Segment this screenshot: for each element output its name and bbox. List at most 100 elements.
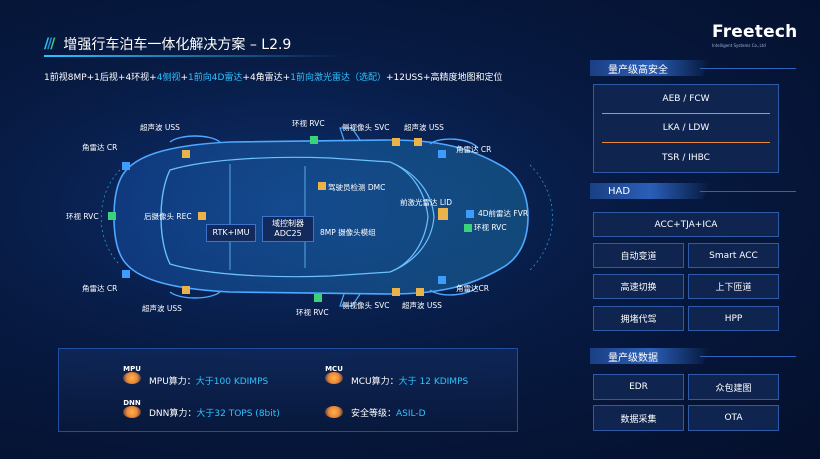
safety-value: ASIL-D: [396, 409, 426, 419]
title-underline: [44, 55, 344, 57]
mpu-chip-label: MPU: [123, 365, 141, 373]
had-item-hpp: HPP: [688, 306, 779, 331]
specs-part-4: +12USS+高精度地图和定位: [385, 73, 503, 83]
safety-spec: 安全等级：ASIL-D: [351, 406, 426, 419]
car-diagram: 超声波 USS 环视 RVC 侧视像头 SVC 超声波 USS 角雷达 CR 角…: [60, 110, 590, 325]
data-item-edr: EDR: [593, 374, 684, 400]
had-header: HAD: [590, 183, 710, 199]
specs-highlight-1: 4侧视: [156, 73, 181, 83]
data-item-crowd-map: 众包建图: [688, 374, 779, 400]
page-title: 增强行车泊车一体化解决方案 – L2.9: [63, 37, 292, 53]
rtk-imu-box: RTK+IMU: [206, 224, 256, 242]
data-item-collection: 数据采集: [593, 405, 684, 431]
label-cr-top-right: 角雷达 CR: [456, 145, 492, 154]
logo-name: Freetech: [712, 22, 798, 42]
svc-camera-icon: [392, 138, 400, 146]
had-main-label: ACC+TJA+ICA: [654, 219, 718, 230]
data-header: 量产级数据: [590, 348, 710, 364]
label-svc-top: 侧视像头 SVC: [342, 123, 390, 132]
label-cr-bottom-left: 角雷达 CR: [82, 284, 118, 293]
data-header-line: [700, 356, 796, 357]
compute-panel: MPU MPU算力：大于100 KDIMPS MCU MCU算力：大于 12 K…: [58, 348, 518, 432]
uss-sensor-icon: [416, 288, 424, 296]
safety-title: 量产级高安全: [608, 64, 668, 76]
label-uss-bottom-left: 超声波 USS: [142, 304, 182, 313]
controller-line-2: ADC25: [274, 229, 302, 238]
svc-camera-icon: [392, 288, 400, 296]
mpu-chip-icon: MPU: [121, 365, 143, 385]
safety-item-tsr: TSR / IHBC: [662, 152, 710, 163]
had-item-lane-change: 自动变道: [593, 243, 684, 268]
label-rvc-top: 环视 RVC: [292, 119, 325, 128]
mpu-label: MPU算力：: [149, 377, 196, 387]
safety-item-aeb: AEB / FCW: [602, 85, 770, 114]
rear-camera-icon: [198, 212, 206, 220]
specs-part-2: +: [180, 73, 189, 83]
dnn-chip-icon: DNN: [121, 399, 143, 419]
mcu-label: MCU算力：: [351, 377, 399, 387]
mcu-chip-icon: MCU: [323, 365, 345, 385]
mcu-spec: MCU算力：大于 12 KDIMPS: [351, 374, 468, 387]
had-item-highway-switch: 高速切换: [593, 274, 684, 299]
label-cam-module: 8MP 摄像头模组: [320, 228, 376, 237]
specs-highlight-3: 1前向激光雷达（选配）: [290, 73, 386, 83]
data-item-ota: OTA: [688, 405, 779, 431]
dnn-chip-label: DNN: [123, 399, 141, 407]
uss-sensor-icon: [182, 150, 190, 158]
mpu-spec: MPU算力：大于100 KDIMPS: [149, 374, 268, 387]
label-uss-top-left: 超声波 USS: [140, 123, 180, 132]
rvc-camera-icon: [108, 212, 116, 220]
safety-header-line: [700, 68, 796, 69]
had-title: HAD: [608, 185, 631, 197]
mcu-value: 大于 12 KDIMPS: [398, 377, 469, 387]
rvc-camera-icon: [310, 136, 318, 144]
logo-subtitle: Intelligent Systems Co.,Ltd: [712, 43, 766, 48]
label-rec: 后摄像头 REC: [144, 212, 192, 221]
specs-part-1: 1前视8MP+1后视+4环视+: [44, 73, 157, 83]
safety-header: 量产级高安全: [590, 60, 710, 76]
specs-highlight-2: 1前向4D雷达: [188, 73, 243, 83]
controller-line-1: 域控制器: [272, 219, 304, 228]
title-slash-icon: ///: [44, 36, 55, 52]
safety-list: AEB / FCW LKA / LDW TSR / IHBC: [593, 84, 779, 173]
label-uss-bottom-right: 超声波 USS: [402, 301, 442, 310]
dnn-spec: DNN算力：大于32 TOPS (8bit): [149, 406, 280, 419]
mcu-chip-label: MCU: [325, 365, 343, 373]
title-bar: /// 增强行车泊车一体化解决方案 – L2.9: [44, 34, 291, 54]
label-uss-top-right: 超声波 USS: [404, 123, 444, 132]
company-logo: Freetech Intelligent Systems Co.,Ltd: [712, 22, 798, 52]
label-dmc: 驾驶员检测 DMC: [328, 183, 386, 192]
dnn-value: 大于32 TOPS (8bit): [196, 409, 280, 419]
had-item-smart-acc: Smart ACC: [688, 243, 779, 268]
sensor-specs: 1前视8MP+1后视+4环视+4侧视+1前向4D雷达+4角雷达+1前向激光雷达（…: [44, 70, 503, 83]
mpu-value: 大于100 KDIMPS: [195, 377, 269, 387]
data-title: 量产级数据: [608, 352, 658, 364]
rvc-camera-icon: [314, 294, 322, 302]
label-cr-top-left: 角雷达 CR: [82, 143, 118, 152]
label-cr-bottom-right: 角雷达CR: [456, 284, 489, 293]
label-svc-bottom: 侧视像头 SVC: [342, 301, 390, 310]
label-rvc-right: 环视 RVC: [474, 223, 507, 232]
label-rvc-bottom: 环视 RVC: [296, 308, 329, 317]
label-lid: 前激光雷达 LID: [400, 198, 453, 207]
uss-sensor-icon: [182, 286, 190, 294]
had-item-traffic-jam: 拥堵代驾: [593, 306, 684, 331]
dmc-camera-icon: [318, 182, 326, 190]
label-rvc-left: 环视 RVC: [66, 212, 99, 221]
had-header-line: [700, 191, 796, 192]
corner-radar-icon: [438, 276, 446, 284]
safety-label: 安全等级：: [351, 409, 397, 419]
corner-radar-icon: [122, 162, 130, 170]
rtk-imu-label: RTK+IMU: [212, 228, 250, 237]
lidar-icon: [438, 208, 448, 220]
controller-box: 域控制器 ADC25: [262, 216, 314, 242]
dnn-label: DNN算力：: [149, 409, 197, 419]
had-main-box: ACC+TJA+ICA: [593, 212, 779, 237]
uss-sensor-icon: [414, 138, 422, 146]
had-item-ramp: 上下匝道: [688, 274, 779, 299]
specs-part-3: +4角雷达+: [242, 73, 291, 83]
safety-item-lka: LKA / LDW: [602, 114, 770, 143]
rvc-camera-icon: [464, 224, 472, 232]
label-fvr: 4D前雷达 FVR: [478, 209, 529, 218]
front-radar-icon: [466, 210, 474, 218]
